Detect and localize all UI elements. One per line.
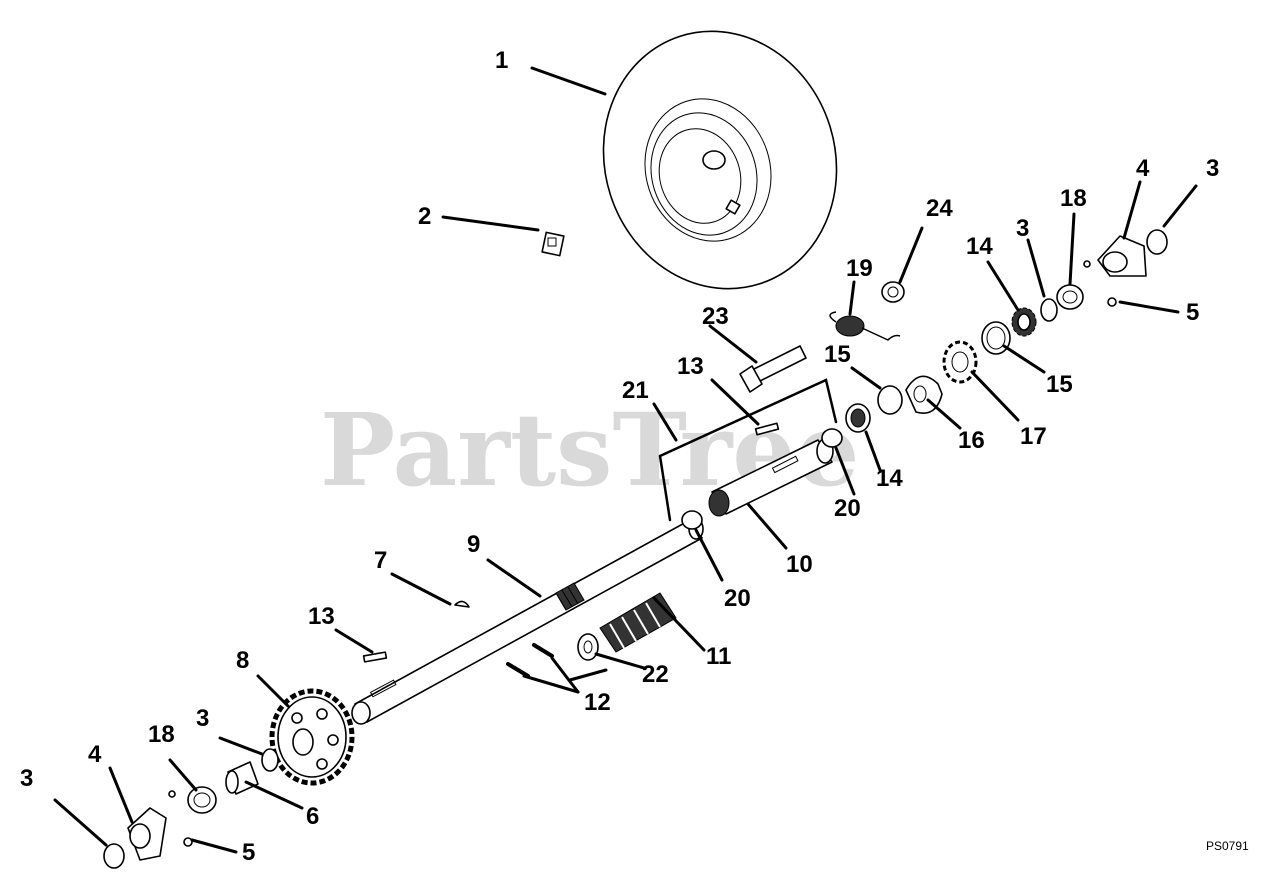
callout-label: 14: [966, 233, 993, 260]
callout-label: 3: [1016, 215, 1029, 242]
callout-label: 21: [622, 377, 649, 404]
watermark: PartsTree: [320, 391, 860, 509]
part-flange-lower: [127, 807, 167, 861]
callout-label: 5: [242, 839, 255, 866]
leader-lines: [53, 66, 1198, 854]
callout-label: 15: [1046, 371, 1073, 398]
part-gear: [269, 688, 355, 786]
callout-label: 11: [706, 643, 731, 670]
part-roll-pin-b: [532, 643, 554, 658]
part-ring-a: [877, 385, 903, 415]
callout-label: 4: [88, 741, 102, 768]
part-clutch-disc-b: [1011, 307, 1037, 337]
callout-label: 18: [1060, 185, 1087, 212]
part-ratchet: [942, 340, 978, 384]
callout-label: 22: [642, 661, 669, 688]
callout-label: 12: [584, 689, 611, 716]
callout-label: 4: [1136, 155, 1150, 182]
part-bushing-b: [821, 428, 843, 448]
part-washer-22: [577, 633, 599, 661]
reference-code: PS0791: [1206, 839, 1249, 853]
callout-label: 18: [148, 721, 175, 748]
callout-label: 5: [1186, 299, 1199, 326]
callout-label: 13: [677, 353, 704, 380]
callout-label: 15: [824, 341, 851, 368]
callout-label: 2: [418, 203, 431, 230]
part-clip: [541, 231, 565, 257]
callout-label: 8: [236, 647, 249, 674]
callout-label: 1: [495, 47, 508, 74]
callout-label: 14: [876, 465, 903, 492]
callout-label: 3: [196, 705, 209, 732]
callout-label: 20: [724, 585, 751, 612]
part-key-lower: [362, 651, 388, 663]
callout-label: 3: [20, 765, 33, 792]
part-ring-b: [981, 321, 1011, 355]
part-bushing-a: [681, 510, 703, 530]
callout-label: 23: [702, 303, 729, 330]
callout-label: 20: [834, 495, 861, 522]
part-washer-3-a: [261, 748, 279, 772]
callout-label: 16: [958, 427, 985, 454]
callout-label: 13: [308, 603, 335, 630]
part-woodruff-key: [454, 600, 470, 608]
part-long-bolt: [739, 345, 807, 393]
callout-label: 17: [1020, 423, 1047, 450]
part-torsion-spring: [829, 311, 901, 341]
callout-label: 3: [1206, 155, 1219, 182]
part-roll-pin-a: [506, 662, 530, 678]
part-clutch-disc-a: [845, 403, 871, 433]
part-bearing-upper: [1056, 284, 1084, 310]
part-washer-3-c: [1040, 298, 1058, 322]
part-washer-3-d: [1146, 229, 1168, 255]
part-key-upper: [754, 422, 780, 436]
part-washer-3-b: [103, 843, 125, 869]
part-bearing-lower: [187, 786, 217, 814]
part-axle-shaft: [351, 518, 704, 725]
callout-label: 9: [467, 531, 480, 558]
part-bolt-lower: [183, 837, 193, 847]
part-wheel: [602, 30, 838, 290]
callout-label: 19: [846, 255, 873, 282]
part-nut: [881, 281, 905, 303]
part-spacer: [225, 761, 259, 795]
callout-label: 6: [306, 803, 319, 830]
part-flange-upper: [1097, 235, 1147, 277]
callout-labels: 1 2 3 3 3 3 4 4 5 5 6 7 8 9 10 11 12 13 …: [20, 47, 1219, 866]
callout-label: 10: [786, 551, 813, 578]
callout-label: 7: [374, 547, 387, 574]
callout-label: 24: [926, 195, 953, 222]
part-spring: [599, 592, 677, 653]
part-bolt-upper: [1107, 297, 1117, 307]
